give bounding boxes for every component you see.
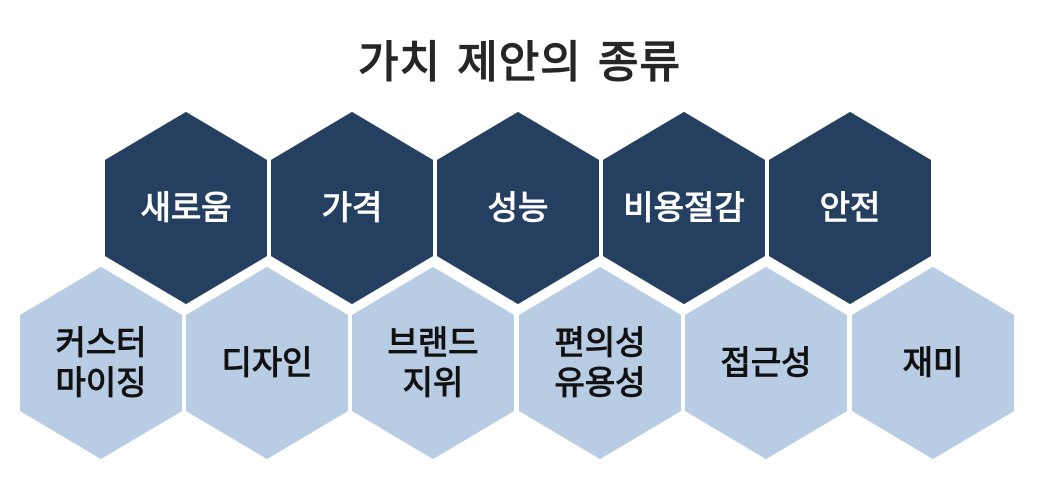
hexagon-bottom-5	[848, 262, 1018, 464]
bottom-row-hexagons	[16, 262, 1018, 464]
hexagon-label: 성능	[487, 187, 549, 227]
hexagon-label: 재미	[902, 342, 964, 382]
diagram-title: 가치 제안의 종류	[358, 37, 681, 88]
hexagon-label: 디자인	[221, 342, 313, 382]
hexagon-top-4	[765, 107, 935, 309]
top-row-hexagons	[101, 107, 935, 309]
hexagon-label: 안전	[819, 187, 881, 227]
hexagon-label: 커스터 마이징	[55, 322, 147, 402]
hexagon-label: 새로움	[140, 187, 232, 227]
hexagon-label: 편의성 유용성	[554, 322, 646, 402]
hexagon-label: 가격	[321, 187, 383, 227]
hexagon-label: 접근성	[720, 342, 812, 382]
hexagon-label: 브랜드 지위	[387, 322, 479, 402]
hexagon-label: 비용절감	[623, 187, 745, 227]
